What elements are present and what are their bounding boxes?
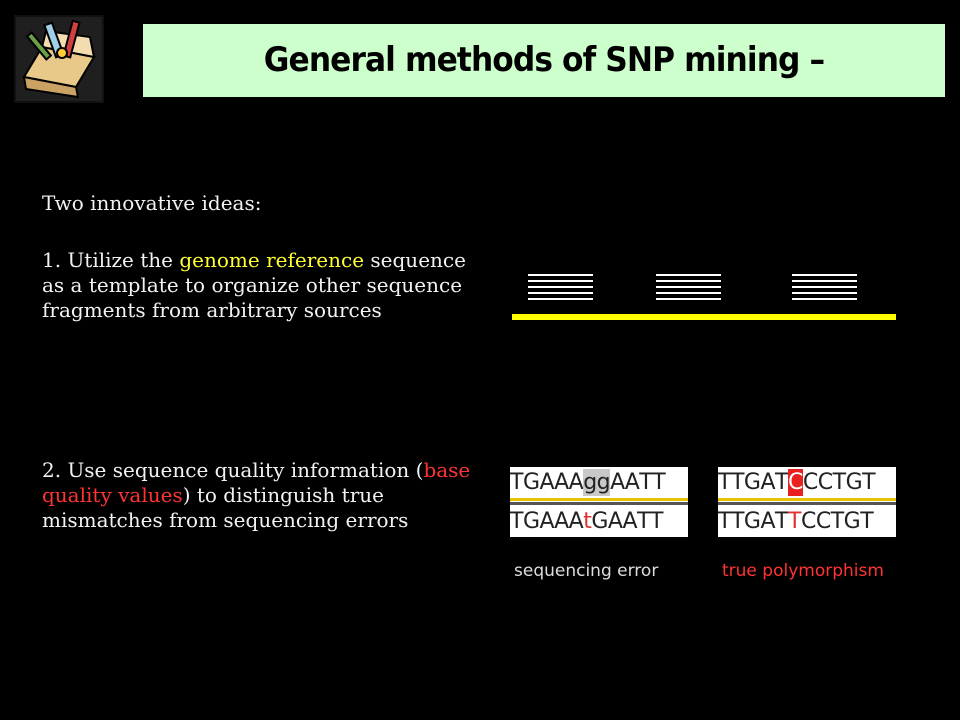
- nucleotide: t: [583, 509, 592, 534]
- title-banner: General methods of SNP mining – PolyBaye…: [143, 24, 945, 153]
- nucleotide: g: [596, 469, 611, 496]
- nucleotide: C: [802, 470, 818, 495]
- caption-sequencing-error: sequencing error: [514, 561, 659, 581]
- nucleotide: T: [718, 509, 731, 534]
- sequence-fragment-line: [656, 286, 721, 288]
- idea-1-text: 1. Utilize the genome reference sequence…: [42, 248, 482, 323]
- idea-2-highlight: base quality values: [42, 458, 471, 507]
- caption-true-polymorphism: true polymorphism: [722, 561, 884, 581]
- sequence-fragment-line: [792, 274, 857, 276]
- nucleotide: C: [815, 509, 831, 534]
- reference-sequence-line: [512, 314, 896, 320]
- sequence-fragment-line: [656, 292, 721, 294]
- sequence-fragment-line: [656, 298, 721, 300]
- idea-1-highlight: genome reference: [179, 248, 365, 272]
- nucleotide: A: [568, 470, 584, 495]
- sequence-fragment-line: [792, 280, 857, 282]
- nucleotide: A: [760, 470, 776, 495]
- nucleotide: A: [624, 470, 640, 495]
- nucleotide: A: [554, 509, 569, 534]
- nucleotide: T: [730, 470, 744, 495]
- nucleotide: T: [510, 470, 523, 495]
- nucleotide: G: [743, 470, 761, 495]
- sequence-fragment-line: [792, 286, 857, 288]
- nucleotide: T: [775, 470, 788, 495]
- nucleotide: A: [554, 470, 569, 495]
- nucleotide: A: [539, 470, 555, 495]
- alignment-separator: [718, 502, 896, 505]
- nucleotide: T: [860, 509, 874, 534]
- sequence-fragment-line: [792, 292, 857, 294]
- nucleotide: C: [800, 509, 816, 534]
- alignment-separator: [718, 498, 896, 501]
- nucleotide: C: [817, 470, 833, 495]
- sequence-fragment-line: [792, 298, 857, 300]
- alignment-bottom-sequence: TTGATTCCTGT: [718, 508, 896, 535]
- sequence-fragment-line: [528, 298, 593, 300]
- sequence-fragment-line: [528, 274, 593, 276]
- nucleotide: C: [787, 469, 803, 496]
- nucleotide: G: [522, 509, 540, 534]
- idea-2-text: 2. Use sequence quality information (bas…: [42, 458, 482, 533]
- sequence-fragment-line: [528, 292, 593, 294]
- idea-2-pre: 2. Use sequence quality information (: [42, 458, 424, 482]
- nucleotide: T: [832, 470, 846, 495]
- nucleotide: T: [787, 509, 801, 534]
- nucleotide: A: [568, 509, 584, 534]
- nucleotide: T: [637, 509, 650, 534]
- nucleotide: A: [622, 509, 638, 534]
- alignment-top-sequence: TTGATCCCTGT: [718, 469, 896, 496]
- sequence-fragment-line: [656, 280, 721, 282]
- toolbox-with-tools-icon: [14, 15, 104, 103]
- alignment-separator: [510, 498, 688, 501]
- nucleotide: G: [591, 509, 608, 534]
- sequencing-error-alignment: TGAAAggAATT TGAAAtGAATT: [510, 467, 688, 537]
- idea-2-post: ) to distinguish true mismatches from se…: [42, 483, 409, 532]
- nucleotide: A: [760, 509, 776, 534]
- sequence-fragment-line: [528, 286, 593, 288]
- sequence-fragment-line: [656, 274, 721, 276]
- nucleotide: T: [730, 509, 744, 534]
- nucleotide: T: [862, 470, 876, 495]
- nucleotide: T: [649, 509, 663, 534]
- nucleotide: T: [510, 509, 523, 534]
- nucleotide: A: [610, 470, 625, 495]
- nucleotide: g: [583, 469, 597, 496]
- nucleotide: T: [652, 470, 666, 495]
- alignment-top-sequence: TGAAAggAATT: [510, 469, 688, 496]
- nucleotide: T: [639, 470, 653, 495]
- true-polymorphism-alignment: TTGATCCCTGT TTGATTCCTGT: [718, 467, 896, 537]
- idea-1-post: sequence as a template to organize other…: [42, 248, 466, 322]
- slide-title: General methods of SNP mining – PolyBaye…: [263, 40, 825, 153]
- nucleotide: G: [522, 470, 540, 495]
- intro-text: Two innovative ideas:: [42, 191, 262, 215]
- nucleotide: G: [743, 509, 761, 534]
- nucleotide: G: [843, 509, 861, 534]
- alignment-separator: [510, 502, 688, 505]
- sequence-fragment-line: [528, 280, 593, 282]
- nucleotide: T: [775, 509, 788, 534]
- idea-1-pre: 1. Utilize the: [42, 248, 180, 272]
- nucleotide: T: [718, 470, 731, 495]
- nucleotide: A: [539, 509, 555, 534]
- nucleotide: G: [845, 470, 863, 495]
- nucleotide: A: [607, 509, 623, 534]
- nucleotide: T: [830, 509, 844, 534]
- alignment-bottom-sequence: TGAAAtGAATT: [510, 508, 688, 535]
